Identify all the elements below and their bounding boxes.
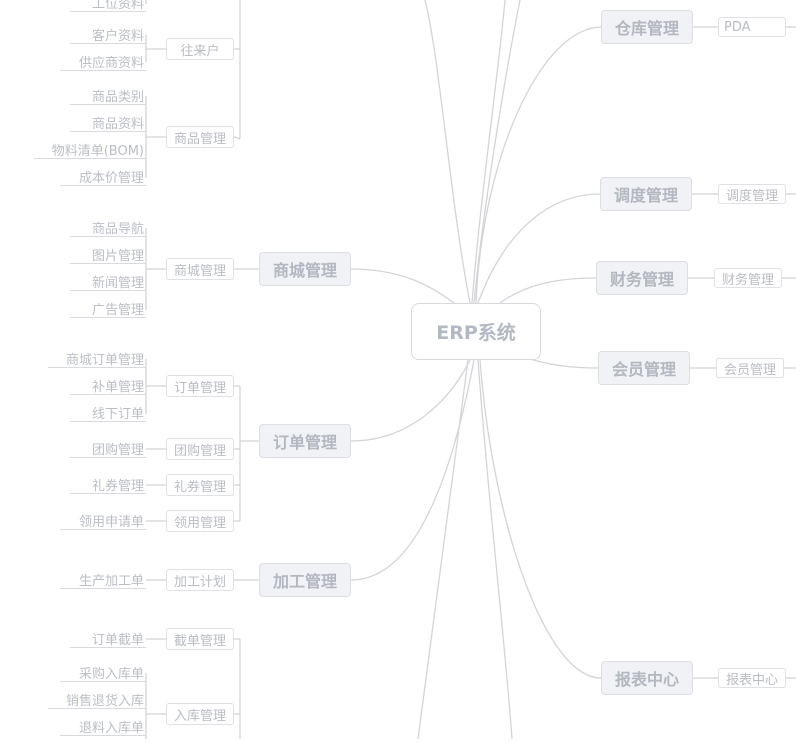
root-node[interactable]: ERP系统 (411, 303, 541, 360)
link-root-process (350, 359, 475, 581)
leaf-material-return[interactable]: 退料入库单 (60, 718, 146, 736)
link-root-down-2 (477, 359, 513, 740)
node-finance-child[interactable]: 财务管理 (714, 268, 782, 288)
node-mall-management[interactable]: 商城管理 (166, 258, 234, 280)
leaf-groupbuy[interactable]: 团购管理 (70, 440, 146, 458)
link-root-member (525, 357, 599, 369)
node-order-management[interactable]: 订单管理 (166, 375, 234, 397)
leaf-ad-management[interactable]: 广告管理 (70, 300, 146, 318)
leaf-goods-nav[interactable]: 商品导航 (70, 219, 146, 237)
bracket-goods (145, 96, 166, 178)
link-root-order (350, 359, 471, 442)
branch-order[interactable]: 订单管理 (259, 424, 351, 458)
link-root-dispatch (477, 193, 601, 304)
node-goods-management[interactable]: 商品管理 (166, 126, 234, 148)
node-report-child[interactable]: 报表中心 (718, 668, 786, 688)
link-root-mall (350, 268, 455, 304)
link-root-report (479, 359, 602, 679)
node-process-plan[interactable]: 加工计划 (166, 569, 234, 591)
bracket-order (239, 386, 260, 521)
node-cutoff-management[interactable]: 截单管理 (166, 628, 234, 650)
link-root-up-1 (424, 0, 471, 304)
leaf-supplement-order[interactable]: 补单管理 (70, 377, 146, 395)
link-root-finance (499, 277, 597, 304)
node-groupbuy-management[interactable]: 团购管理 (166, 438, 234, 460)
branch-mall[interactable]: 商城管理 (259, 252, 351, 286)
link-root-warehouse (475, 26, 603, 304)
leaf-return-inbound[interactable]: 销售退货入库 (48, 691, 146, 709)
link-root-up-3 (473, 0, 521, 304)
leaf-requisition[interactable]: 领用申请单 (60, 512, 146, 530)
leaf-bom[interactable]: 物料清单(BOM) (34, 141, 146, 159)
bracket-basic (233, 0, 241, 140)
node-coupon-management[interactable]: 礼券管理 (166, 474, 234, 496)
bracket-mall (145, 228, 166, 310)
node-member-child[interactable]: 会员管理 (716, 358, 784, 378)
branch-dispatch[interactable]: 调度管理 (600, 177, 692, 211)
leaf-customer[interactable]: 客户资料 (70, 26, 146, 44)
node-dispatch-child[interactable]: 调度管理 (718, 184, 786, 204)
leaf-supplier[interactable]: 供应商资料 (60, 53, 146, 71)
leaf-production-order[interactable]: 生产加工单 (60, 571, 146, 589)
bracket-stock-g2 (145, 673, 166, 739)
branch-finance[interactable]: 财务管理 (596, 261, 688, 295)
leaf-order-cutoff[interactable]: 订单截单 (70, 630, 146, 648)
leaf-mall-order[interactable]: 商城订单管理 (48, 350, 146, 368)
branch-process[interactable]: 加工管理 (259, 563, 351, 597)
node-inbound-management[interactable]: 入库管理 (166, 703, 234, 725)
node-wanglai[interactable]: 往来户 (166, 38, 234, 60)
bracket-order-g1 (145, 359, 166, 414)
link-root-up-2 (471, 0, 506, 304)
leaf-workstation[interactable]: 工位资料 (70, 0, 146, 12)
leaf-coupon[interactable]: 礼券管理 (70, 476, 146, 494)
branch-member[interactable]: 会员管理 (598, 351, 690, 385)
leaf-offline-order[interactable]: 线下订单 (70, 404, 146, 422)
branch-warehouse[interactable]: 仓库管理 (601, 10, 693, 44)
node-pda[interactable]: PDA (718, 17, 786, 37)
leaf-purchase-inbound[interactable]: 采购入库单 (60, 664, 146, 682)
leaf-cost-price[interactable]: 成本价管理 (60, 168, 146, 186)
node-requisition-management[interactable]: 领用管理 (166, 510, 234, 532)
leaf-image-management[interactable]: 图片管理 (70, 246, 146, 264)
leaf-goods-info[interactable]: 商品资料 (70, 114, 146, 132)
branch-report[interactable]: 报表中心 (601, 661, 693, 695)
leaf-news-management[interactable]: 新闻管理 (70, 273, 146, 291)
link-root-down-1 (417, 359, 469, 740)
leaf-goods-category[interactable]: 商品类别 (70, 87, 146, 105)
bracket-wanglai (145, 35, 166, 62)
